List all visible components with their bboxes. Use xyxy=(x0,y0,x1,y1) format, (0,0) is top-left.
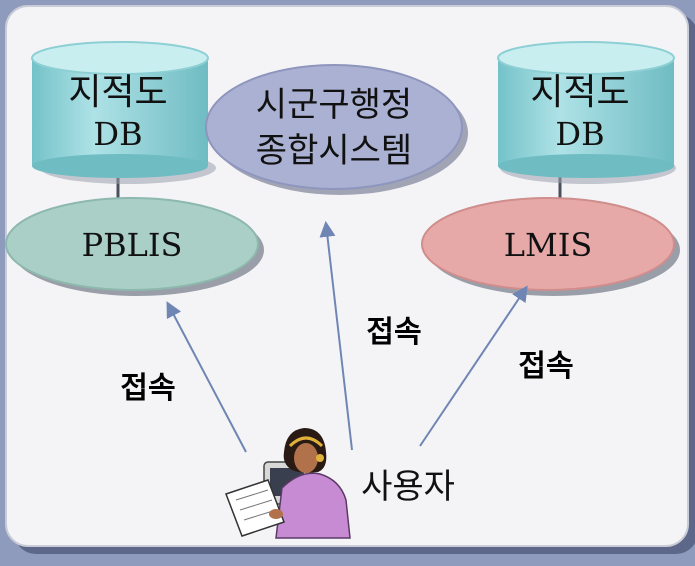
db-right-label-2: DB xyxy=(555,115,604,153)
pblis-label: PBLIS xyxy=(82,226,183,264)
db-left-label-1: 지적도 xyxy=(68,72,167,113)
db-cylinder-right: 지적도 DB xyxy=(497,41,676,184)
pblis-node: PBLIS xyxy=(5,197,264,296)
lmis-node: LMIS xyxy=(421,197,680,296)
edge-label-left: 접속 xyxy=(120,371,175,406)
arrow-to-pblis xyxy=(166,301,247,453)
center-system-label-1: 시군구행정 xyxy=(256,85,412,125)
user-label: 사용자 xyxy=(361,467,455,507)
center-system-label-2: 종합시스템 xyxy=(256,131,412,171)
lmis-label: LMIS xyxy=(504,226,593,264)
db-left-label-2: DB xyxy=(93,115,142,153)
person-at-laptop-icon xyxy=(225,428,351,539)
arrow-to-lmis xyxy=(419,285,528,447)
edge-label-right: 접속 xyxy=(518,349,573,384)
db-cylinder-left: 지적도 DB xyxy=(31,41,216,184)
arrow-to-center xyxy=(319,220,353,451)
edge-label-center: 접속 xyxy=(366,315,421,350)
center-system-node: 시군구행정 종합시스템 xyxy=(205,64,468,195)
db-right-label-1: 지적도 xyxy=(530,72,629,113)
